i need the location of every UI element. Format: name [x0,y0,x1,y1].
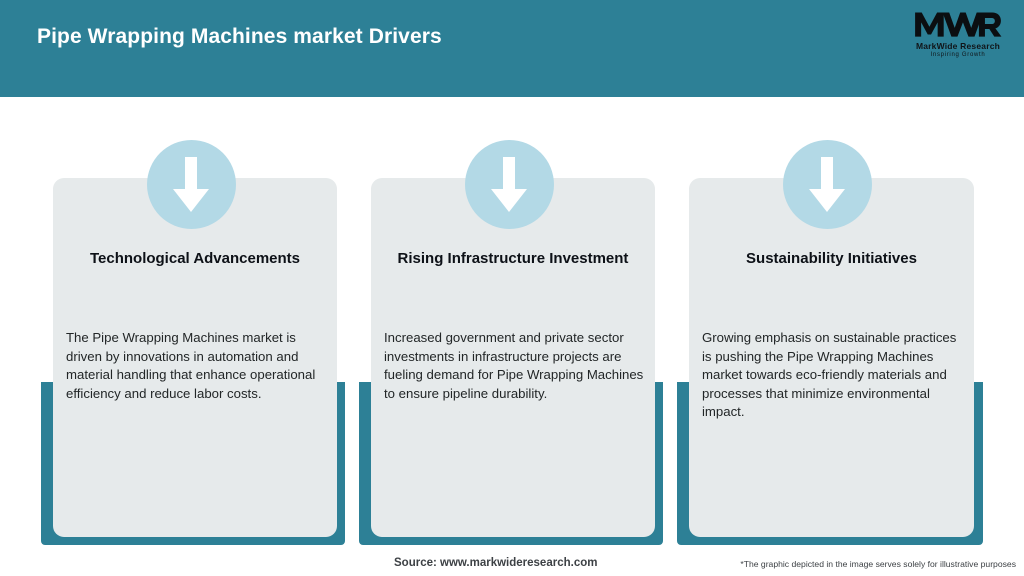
driver-card-1[interactable]: Technological Advancements The Pipe Wrap… [41,97,363,545]
card-body-text: The Pipe Wrapping Machines market is dri… [66,330,316,401]
page-header: Pipe Wrapping Machines market Drivers Ma… [0,0,1024,97]
card-body-text: Increased government and private sector … [384,330,644,401]
brand-logo: MarkWide Research Inspiring Growth [906,8,1010,66]
driver-card-3[interactable]: Sustainability Initiatives Growing empha… [677,97,999,545]
page-title: Pipe Wrapping Machines market Drivers [37,25,442,48]
card-panel: Sustainability Initiatives Growing empha… [689,178,974,537]
disclaimer-note: *The graphic depicted in the image serve… [740,559,1016,569]
down-arrow-glyph [173,157,209,212]
mwr-logo-icon [915,12,1002,37]
card-title: Sustainability Initiatives [746,250,917,267]
card-panel: Technological Advancements The Pipe Wrap… [53,178,337,537]
logo-tagline: Inspiring Growth [930,52,986,58]
down-arrow-glyph [491,157,527,212]
down-arrow-icon [147,140,236,229]
card-panel: Rising Infrastructure Investment Increas… [371,178,655,537]
down-arrow-icon [465,140,554,229]
drivers-card-group: Technological Advancements The Pipe Wrap… [0,97,1024,545]
logo-company-name: MarkWide Research [915,41,1001,51]
card-title: Technological Advancements [89,250,301,267]
card-body-text: Growing emphasis on sustainable practice… [702,330,957,420]
down-arrow-glyph [809,157,845,212]
card-title: Rising Infrastructure Investment [397,250,629,267]
driver-card-2[interactable]: Rising Infrastructure Investment Increas… [359,97,681,545]
source-label: Source: www.markwideresearch.com [394,557,598,569]
down-arrow-icon [783,140,872,229]
